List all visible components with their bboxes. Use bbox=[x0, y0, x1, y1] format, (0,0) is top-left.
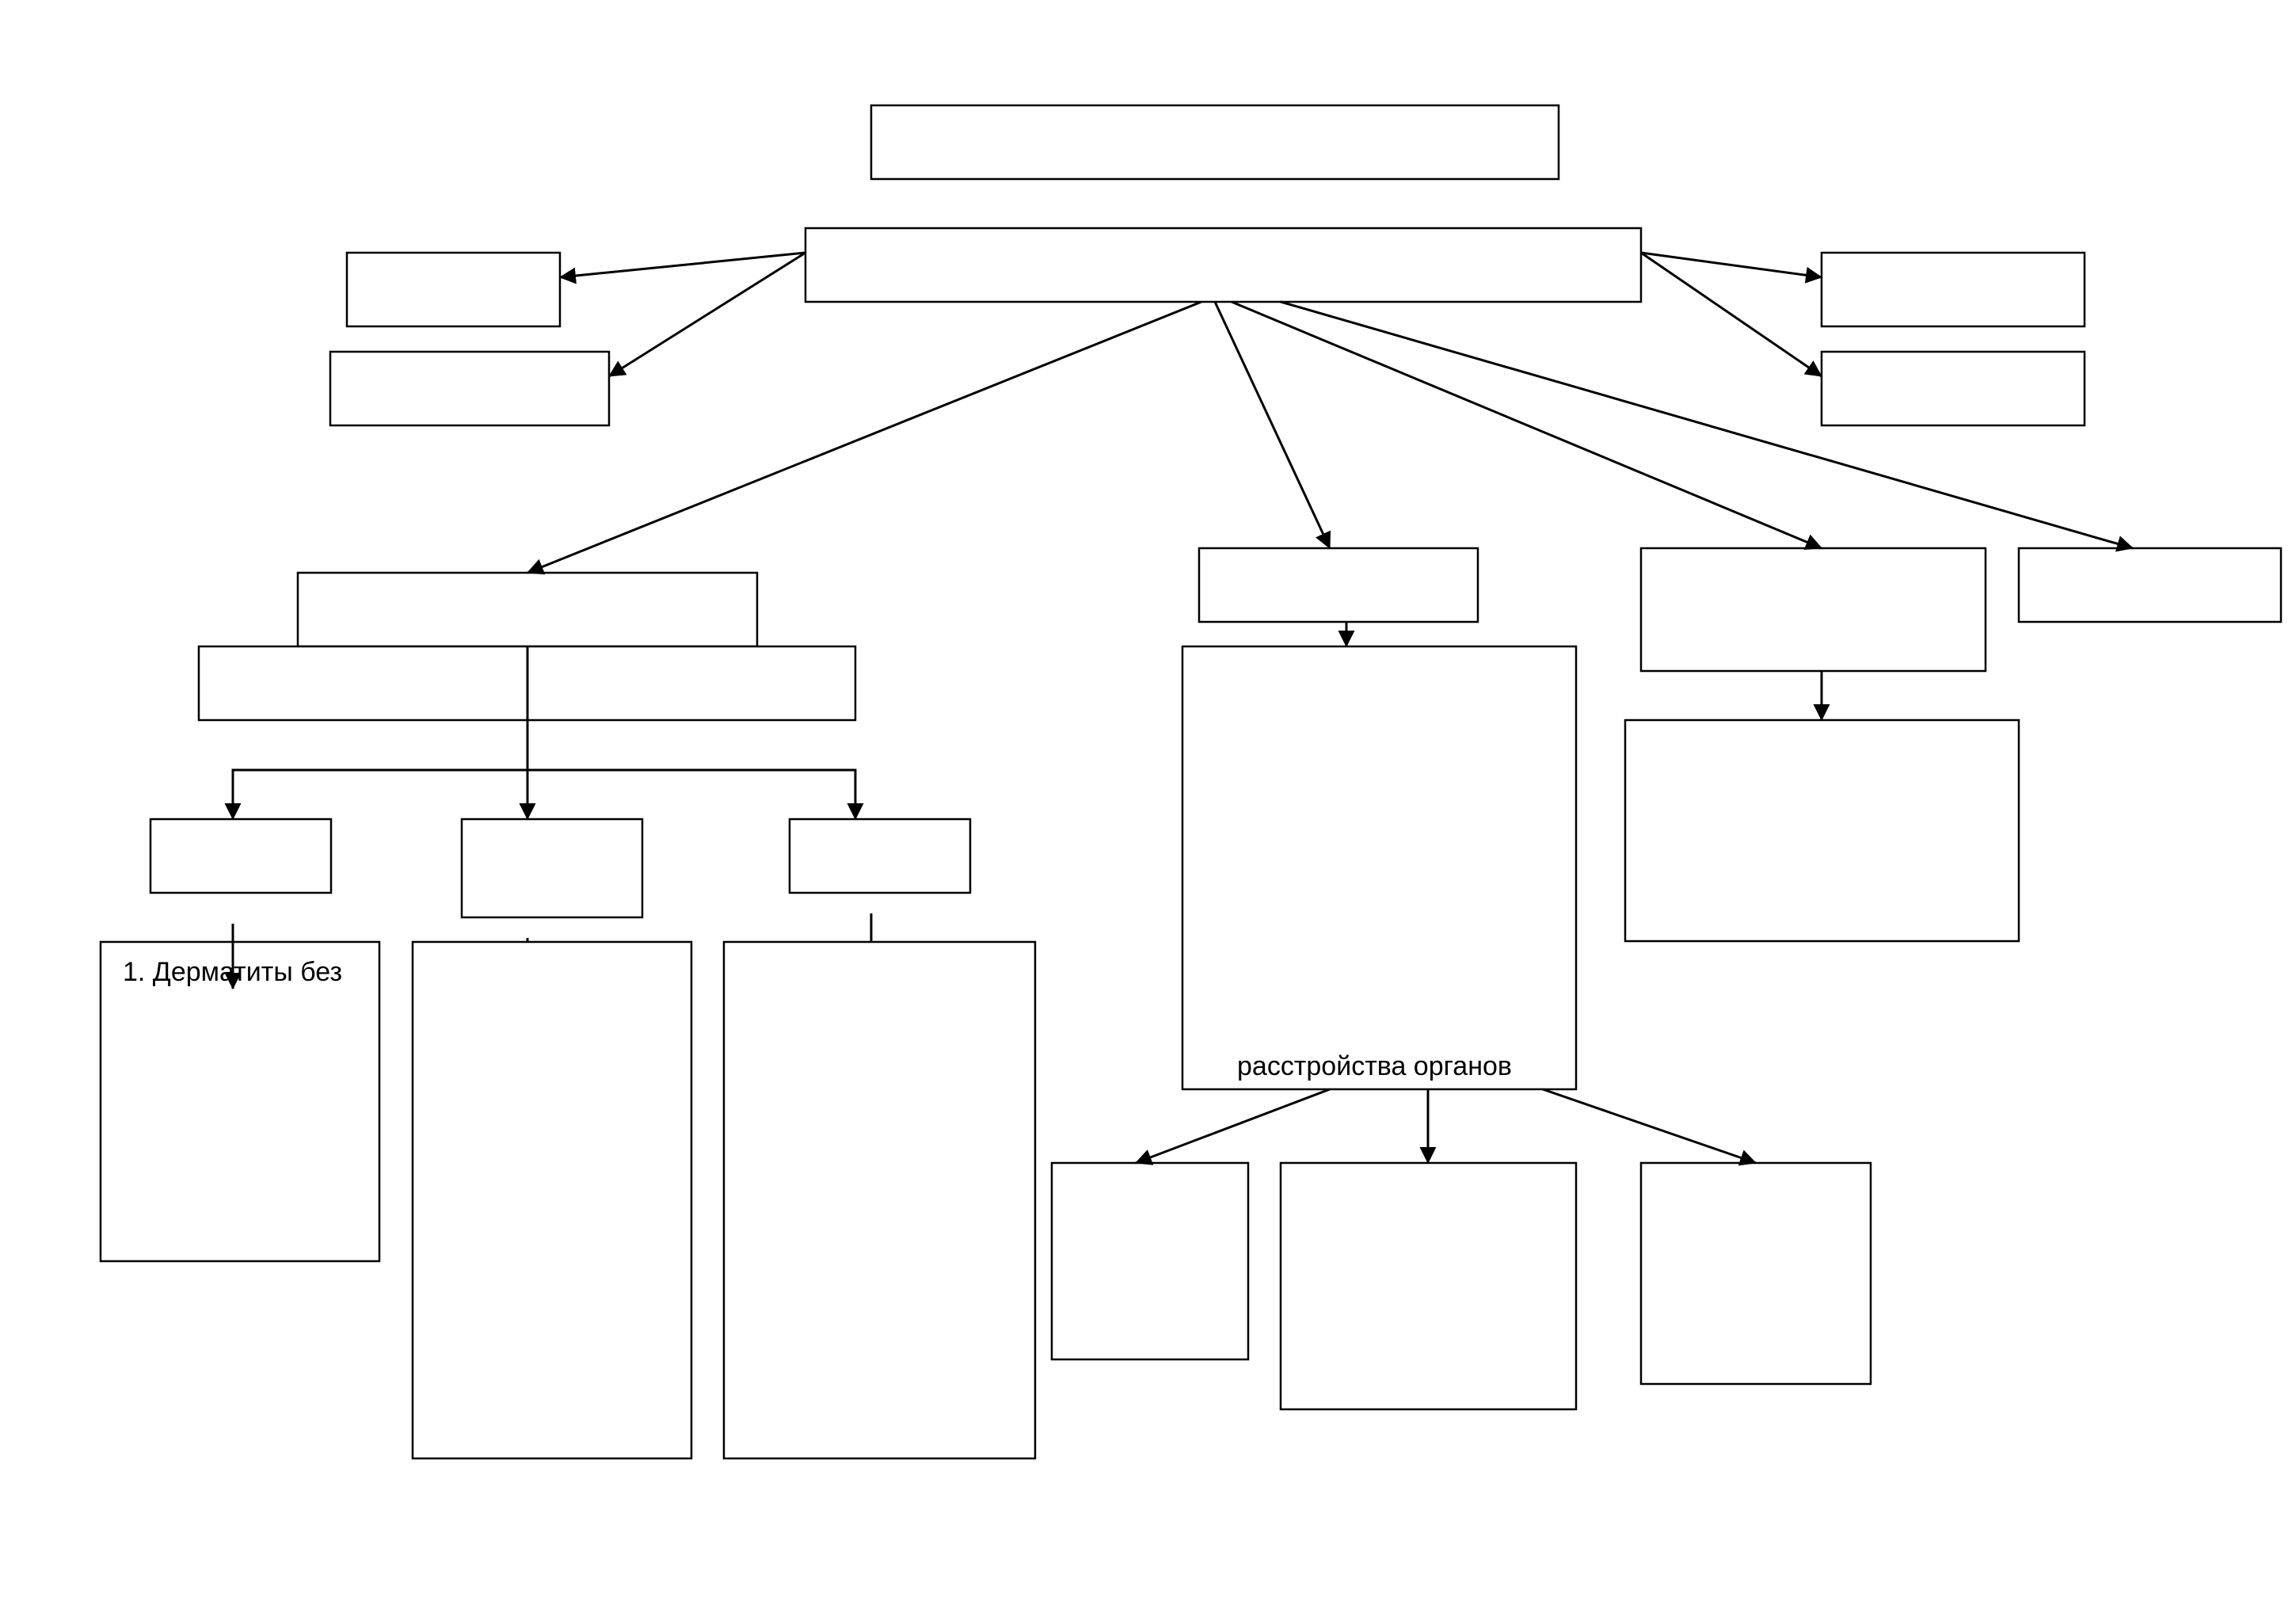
branch-3-header-box bbox=[1639, 547, 1987, 673]
main-concept-box bbox=[804, 227, 1643, 303]
branch-1-header-box bbox=[296, 571, 759, 648]
disorders-label: расстройства органов bbox=[1237, 1051, 1512, 1081]
branch-2-detail-box bbox=[1181, 645, 1578, 1091]
left-side-box-bottom bbox=[329, 350, 611, 427]
branch-4-box bbox=[2017, 547, 2283, 623]
branch-1-detail-box-1 bbox=[99, 940, 381, 1263]
branch-1-left-connector bbox=[224, 768, 527, 821]
dermatitis-label: 1. Дерматиты без bbox=[123, 957, 342, 987]
arrow-main-to-right-top bbox=[1640, 251, 1823, 284]
branch-2-leaf-box-2 bbox=[1279, 1161, 1578, 1411]
branch-1-right-connector bbox=[527, 768, 864, 821]
branch-1-leaf-box-3 bbox=[788, 818, 972, 894]
arrow-main-to-branch-2 bbox=[1213, 301, 1331, 549]
branch-1-leaf-box-1 bbox=[149, 818, 333, 894]
arrow-main-to-branch-3 bbox=[1231, 300, 1822, 551]
arrow-main-to-branch-4 bbox=[1280, 300, 2134, 552]
arrow-main-to-left-bottom bbox=[608, 251, 806, 378]
arrow-main-to-left-top bbox=[558, 251, 806, 284]
branch-1-detail-box-2 bbox=[411, 940, 693, 1460]
title-box bbox=[870, 104, 1560, 181]
left-side-box-top bbox=[345, 251, 562, 328]
arrow-main-to-branch-1 bbox=[527, 300, 1202, 575]
arrow-branch-2-detail-to-leaf-1 bbox=[1135, 1088, 1331, 1165]
branch-3-detail-box bbox=[1624, 719, 2020, 943]
arrow-main-to-right-bottom bbox=[1640, 251, 1822, 378]
branch-1-leaf-box-2 bbox=[460, 818, 644, 919]
branch-2-header-box bbox=[1197, 547, 1479, 623]
branch-2-leaf-box-3 bbox=[1639, 1161, 1872, 1386]
right-side-box-bottom bbox=[1820, 350, 2086, 427]
arrow-branch-2-detail-to-leaf-3 bbox=[1542, 1088, 1757, 1166]
right-side-box-top bbox=[1820, 251, 2086, 328]
branch-1-detail-box-3 bbox=[722, 940, 1037, 1460]
branch-2-leaf-box-1 bbox=[1050, 1161, 1250, 1361]
